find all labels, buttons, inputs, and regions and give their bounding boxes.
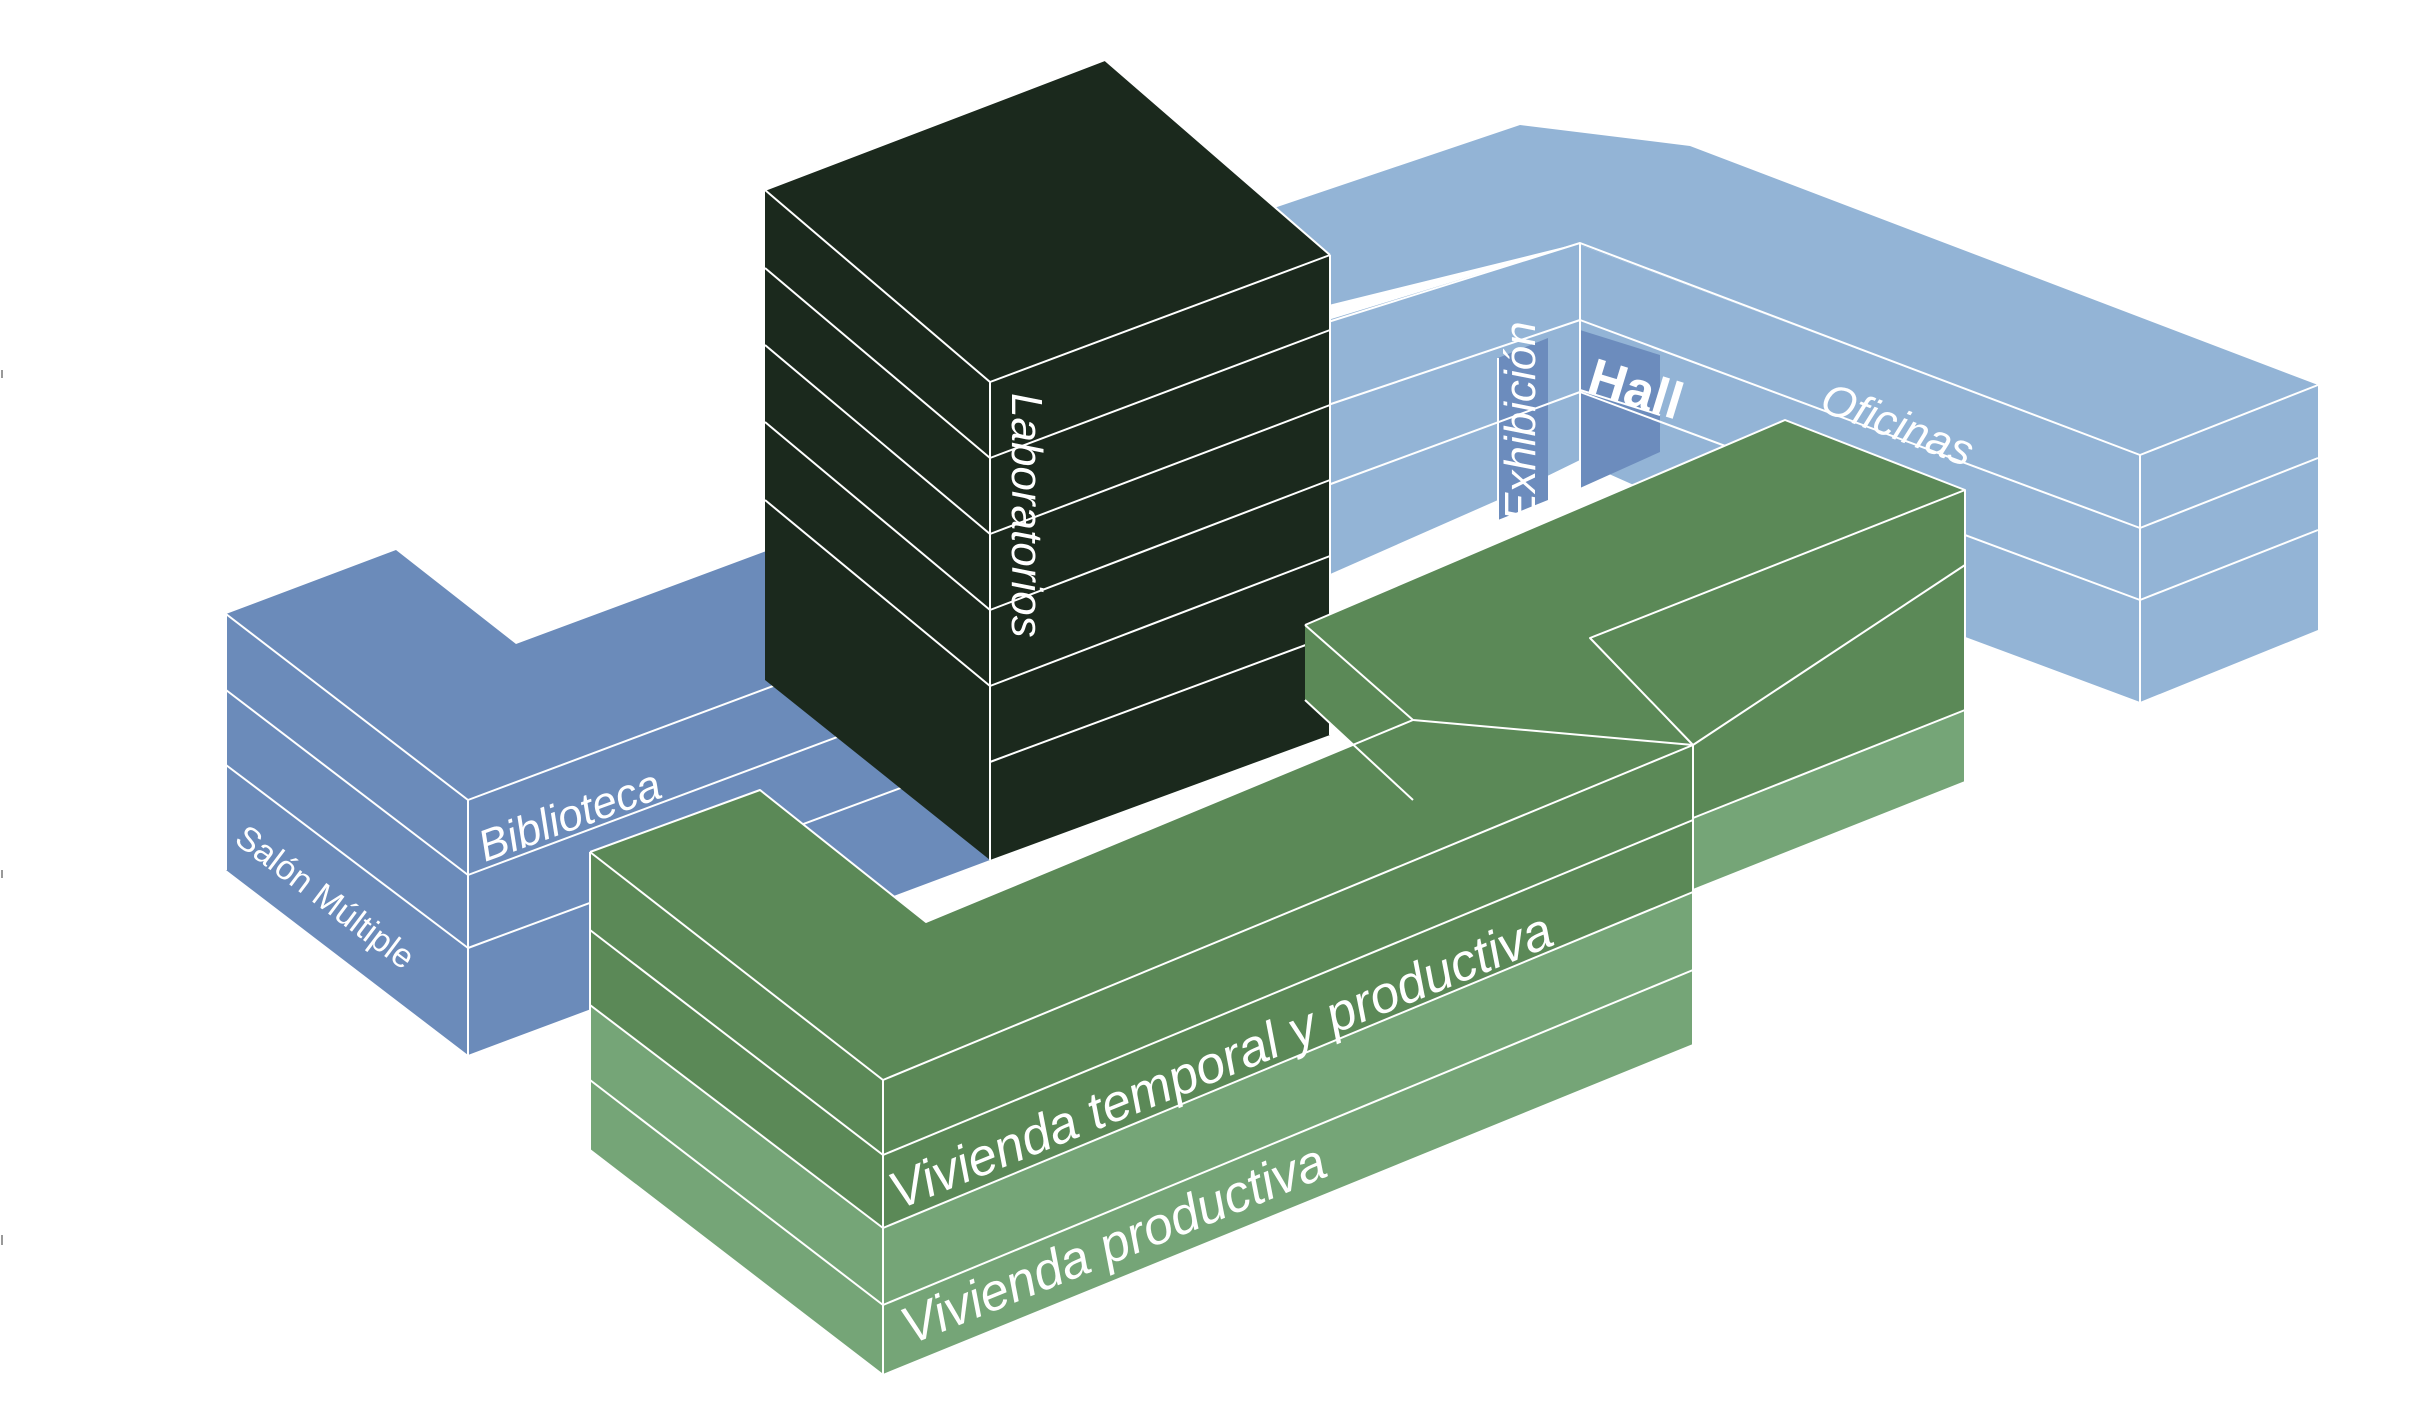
labs-front-face <box>990 255 1330 860</box>
labs-top-face <box>765 60 1330 382</box>
housing-block <box>589 419 1966 1376</box>
office-top-face <box>1268 125 2318 455</box>
housing-back-wing-top <box>1305 420 1965 745</box>
label-laboratorios: Laboratorios <box>1002 393 1051 638</box>
housing-main-top <box>590 720 1693 1080</box>
label-exhibicion: Exhibición <box>1496 321 1545 522</box>
housing-right-wing-front <box>1693 565 1965 818</box>
office-front-face <box>1328 243 1580 575</box>
housing-left-ground <box>590 1005 883 1375</box>
labs-left-face <box>765 190 990 860</box>
hall-face <box>1580 330 1660 488</box>
housing-right-wing-ground <box>1693 710 1965 890</box>
housing-right-wing-top <box>1590 490 1965 745</box>
exhibition-face <box>1498 338 1548 520</box>
labs-tower <box>764 59 1331 860</box>
library-left-face <box>226 614 468 1055</box>
housing-front-ground <box>883 892 1693 1375</box>
housing-left-face <box>590 852 883 1228</box>
office-end-face <box>2140 385 2318 702</box>
